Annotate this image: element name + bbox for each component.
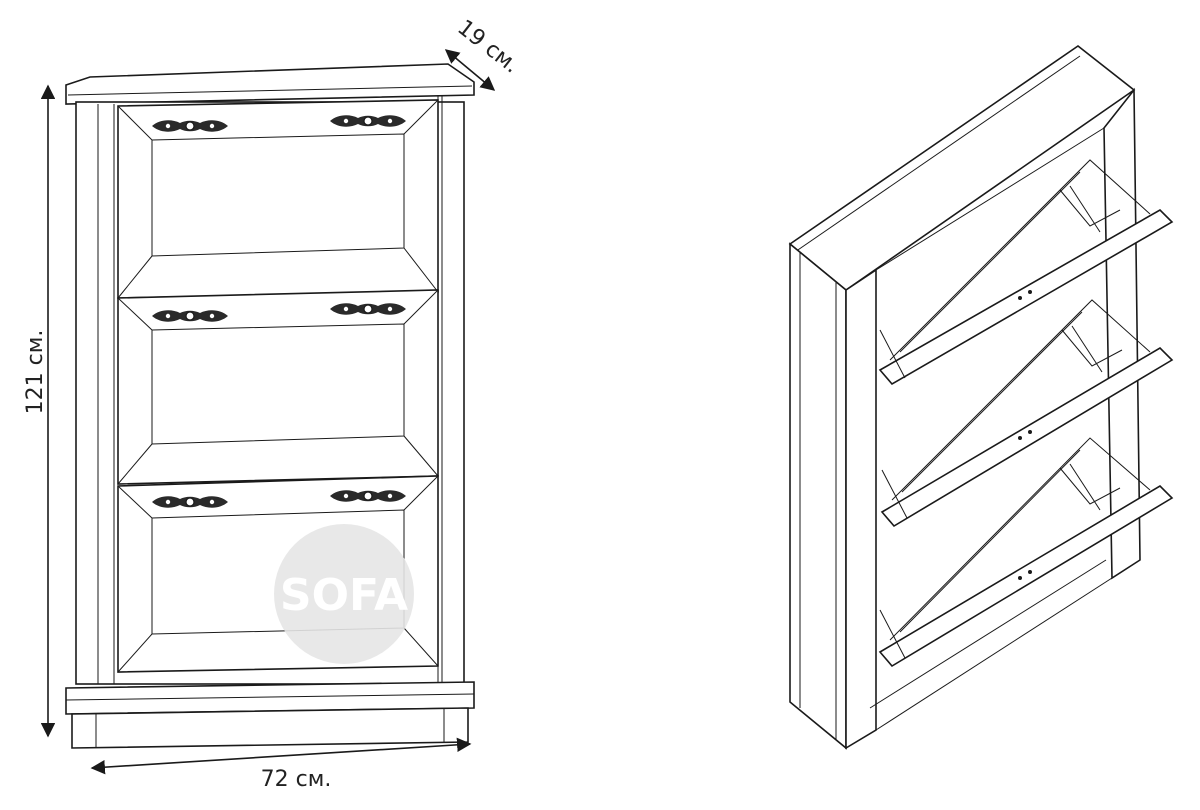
handle-icon	[151, 495, 229, 509]
open-flap-bottom	[878, 437, 1174, 668]
handle-icon	[151, 119, 229, 133]
front-drawer-top	[117, 99, 439, 299]
height-label: 121 см.	[23, 330, 48, 415]
width-dimension: 72 см.	[90, 737, 472, 792]
handle-icon	[329, 489, 407, 503]
depth-label: 19 см.	[452, 15, 523, 78]
handle-icon	[329, 302, 407, 316]
front-view-cabinet	[65, 63, 475, 749]
width-label: 72 см.	[261, 767, 332, 792]
height-dimension: 121 см.	[23, 84, 56, 738]
handle-icon	[329, 114, 407, 128]
open-flap-top	[878, 159, 1174, 386]
front-drawer-middle	[117, 289, 439, 485]
watermark-text: SOFA	[280, 570, 408, 621]
open-flap-middle	[880, 299, 1174, 528]
sofa-watermark-logo: SOFA	[274, 524, 414, 664]
isometric-view-cabinet	[788, 45, 1174, 750]
handle-icon	[151, 309, 229, 323]
